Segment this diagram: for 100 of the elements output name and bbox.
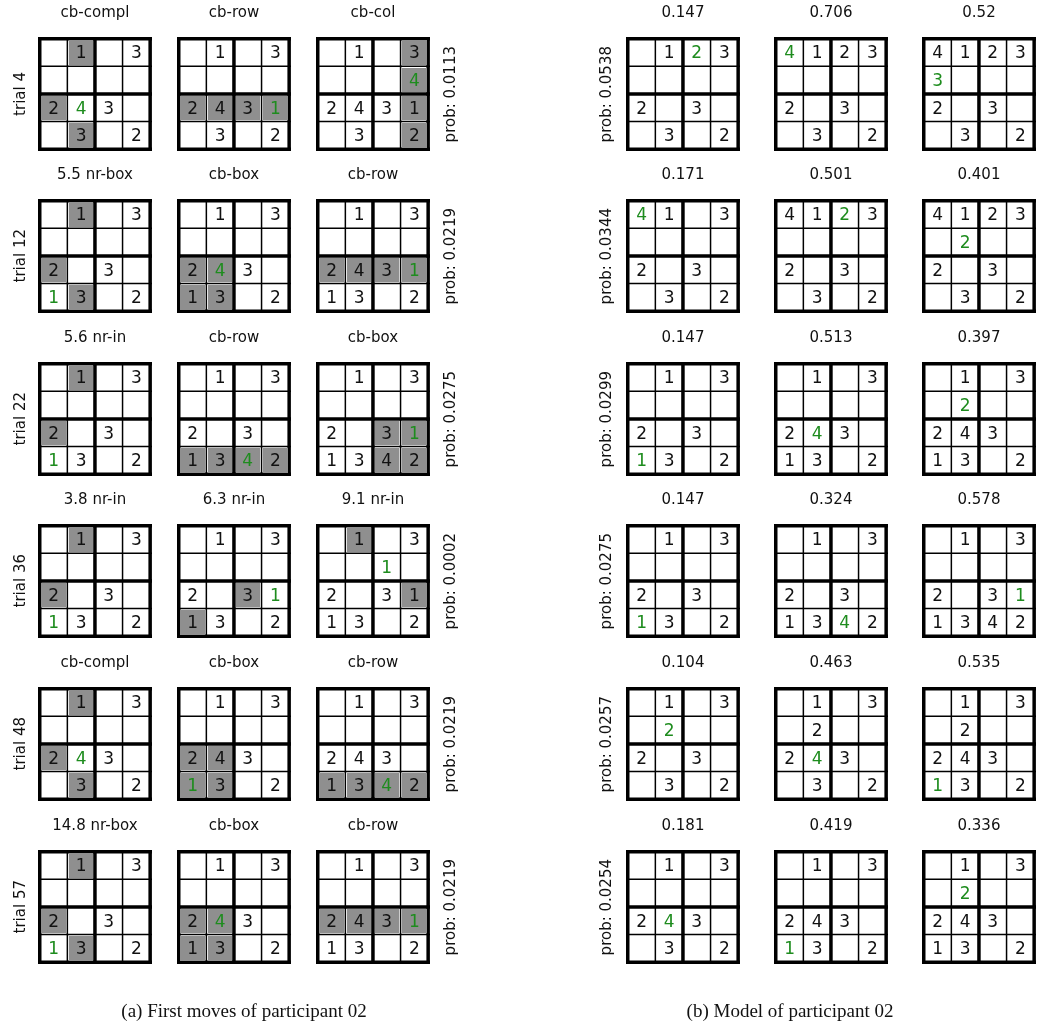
digit: 1: [804, 202, 830, 227]
digit: 4: [952, 908, 978, 933]
shaded-digit: 2: [41, 95, 66, 120]
trial-label: trial 48: [11, 717, 29, 771]
digit: 3: [402, 202, 427, 227]
digit: 2: [263, 610, 288, 635]
digit: 4: [925, 40, 950, 65]
probability-label: prob: 0.0002: [441, 532, 459, 630]
grid-heading: 0.397: [956, 328, 1002, 346]
digit: 3: [860, 202, 885, 227]
probability-label: prob: 0.0257: [597, 695, 615, 793]
digit: 2: [1008, 123, 1033, 148]
probability-label: prob: 0.0275: [441, 370, 459, 468]
digit: 3: [1008, 365, 1033, 390]
digit: 3: [952, 936, 978, 961]
shaded-digit: 1: [402, 908, 427, 933]
digit: 1: [925, 610, 950, 635]
digit: 2: [319, 95, 344, 120]
digit: 1: [777, 936, 802, 961]
digit: 2: [1008, 285, 1033, 310]
digit: 3: [684, 95, 709, 120]
digit: 3: [96, 908, 121, 933]
shaded-digit: 4: [402, 67, 427, 93]
digit: 4: [952, 745, 978, 770]
shaded-digit: 1: [68, 690, 94, 715]
grid-heading: 5.6 nr-in: [62, 328, 128, 346]
digit: 1: [374, 554, 399, 580]
digit: 1: [207, 527, 233, 552]
digit: 1: [41, 610, 66, 635]
trial-label: trial 36: [11, 554, 29, 608]
digit: 3: [346, 448, 372, 473]
digit: 3: [656, 936, 682, 961]
digit: 3: [684, 745, 709, 770]
grid-heading: 0.147: [660, 490, 706, 508]
digit: 2: [1008, 773, 1033, 798]
digit: 2: [263, 773, 288, 798]
digit: 2: [860, 773, 885, 798]
digit: 1: [629, 610, 654, 635]
grid-heading: 0.147: [660, 328, 706, 346]
shaded-digit: 3: [207, 448, 233, 473]
digit: 3: [980, 95, 1005, 120]
shaded-digit: 3: [346, 773, 372, 798]
digit: 2: [319, 582, 344, 607]
digit: 2: [925, 908, 950, 933]
digit: 2: [952, 880, 978, 906]
shaded-digit: 4: [374, 448, 399, 473]
digit: 3: [980, 582, 1005, 607]
digit: 2: [712, 448, 737, 473]
digit: 2: [124, 123, 149, 148]
digit: 3: [124, 690, 149, 715]
digit: 2: [952, 229, 978, 255]
digit: 3: [124, 40, 149, 65]
digit: 2: [319, 745, 344, 770]
digit: 3: [980, 745, 1005, 770]
digit: 1: [319, 936, 344, 961]
shaded-digit: 1: [180, 773, 205, 798]
shaded-digit: 2: [41, 257, 66, 282]
digit: 1: [346, 202, 372, 227]
digit: 3: [712, 527, 737, 552]
shaded-digit: 3: [68, 123, 94, 148]
digit: 2: [712, 773, 737, 798]
digit: 2: [712, 123, 737, 148]
digit: 1: [319, 285, 344, 310]
shaded-digit: 1: [402, 420, 427, 445]
digit: 2: [952, 717, 978, 743]
digit: 3: [1008, 527, 1033, 552]
digit: 1: [804, 853, 830, 878]
digit: 1: [952, 853, 978, 878]
probability-label: prob: 0.0113: [441, 45, 459, 143]
grid-heading: 0.104: [660, 653, 706, 671]
digit: 1: [952, 527, 978, 552]
digit: 4: [346, 745, 372, 770]
digit: 3: [952, 610, 978, 635]
digit: 3: [402, 853, 427, 878]
digit: 1: [804, 365, 830, 390]
digit: 3: [1008, 853, 1033, 878]
digit: 1: [207, 365, 233, 390]
probability-label: prob: 0.0219: [441, 695, 459, 793]
grid-heading: 0.535: [956, 653, 1002, 671]
shaded-digit: 2: [263, 448, 288, 473]
digit: 4: [68, 95, 94, 120]
digit: 1: [319, 448, 344, 473]
digit: 3: [832, 95, 857, 120]
digit: 2: [712, 936, 737, 961]
digit: 2: [777, 908, 802, 933]
digit: 2: [832, 202, 857, 227]
digit: 2: [629, 908, 654, 933]
shaded-digit: 4: [207, 257, 233, 282]
shaded-digit: 1: [263, 95, 288, 120]
digit: 2: [777, 95, 802, 120]
grid-heading: 0.181: [660, 816, 706, 834]
shaded-digit: 3: [207, 285, 233, 310]
digit: 2: [952, 392, 978, 418]
digit: 2: [860, 936, 885, 961]
digit: 3: [346, 610, 372, 635]
digit: 3: [712, 690, 737, 715]
digit: 1: [346, 690, 372, 715]
grid-heading: 0.706: [808, 3, 854, 21]
digit: 3: [980, 420, 1005, 445]
digit: 3: [684, 257, 709, 282]
